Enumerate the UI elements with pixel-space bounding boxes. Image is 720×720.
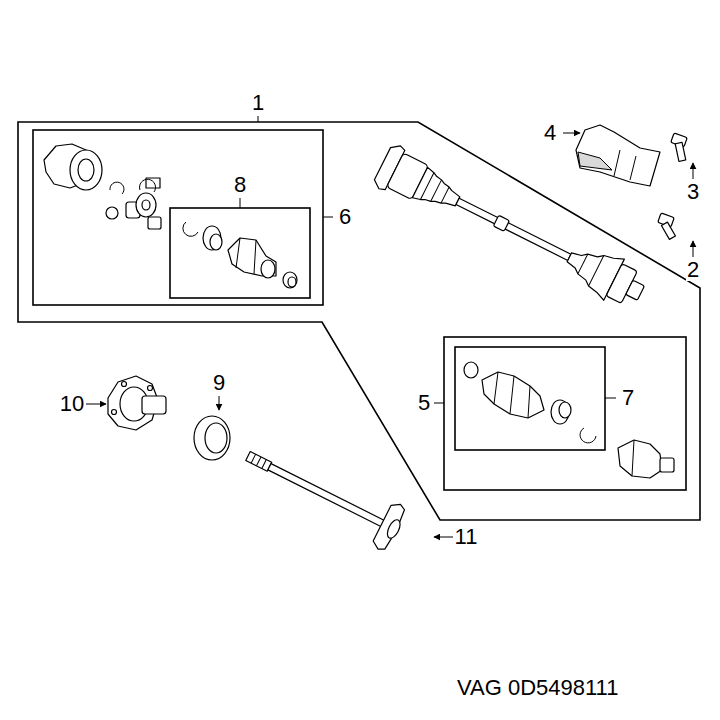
bolt [671,133,688,162]
outer-joint-parts [44,144,161,229]
boot-kit [183,222,297,288]
drive-shaft [372,142,652,314]
kit-box [455,347,605,450]
kit-box [170,208,310,298]
seal [194,416,230,460]
inner-joint [618,440,674,478]
bolt [658,213,676,240]
kit-outline [18,122,700,520]
leader-lines [86,116,693,537]
callout-number: 4 [543,122,557,144]
propeller-shaft [237,434,410,554]
kit-box [33,130,323,305]
callout-number: 1 [251,92,265,114]
callout-number: 9 [212,372,226,394]
callout-number: 7 [621,387,635,409]
bracket [576,125,660,186]
inner-boot-kit [464,362,596,443]
flange [108,376,166,430]
callout-number: 2 [686,259,700,281]
callout-number: 11 [454,526,479,548]
callout-number: 10 [59,393,85,415]
callout-number: 6 [338,206,352,228]
callout-number: 5 [417,392,431,414]
callout-number: 3 [686,181,700,203]
kit-box [444,337,686,490]
part-number: VAG 0D5498111 [456,677,619,699]
callout-number: 8 [233,174,247,196]
